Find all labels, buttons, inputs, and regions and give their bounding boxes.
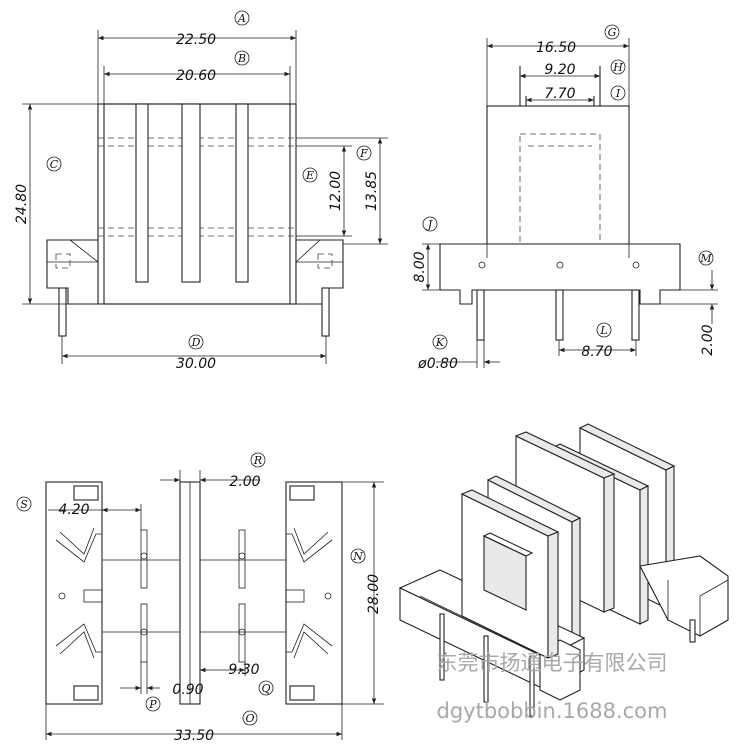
dim-q-tag: Q	[261, 682, 270, 695]
dim-r-tag-circle	[250, 452, 266, 468]
dim-f-value: 13.85	[364, 171, 380, 211]
dim-d-value: 30.00	[176, 356, 216, 372]
dim-j-value: 8.00	[412, 251, 428, 282]
dim-d-tag-circle	[188, 334, 204, 350]
dim-g-tag: G	[608, 26, 617, 39]
front-view-dimensions	[22, 30, 388, 364]
dim-b-tag-circle	[234, 50, 250, 66]
dim-c-tag: C	[50, 158, 59, 171]
dim-s-tag-circle	[16, 496, 32, 512]
dim-m-tag-circle	[698, 250, 714, 266]
dim-a-tag-circle	[234, 10, 250, 26]
watermark-company: 东莞市扬通电子有限公司	[437, 651, 668, 675]
dim-g-tag-circle	[604, 24, 620, 40]
side-view-outline	[439, 66, 681, 305]
dim-o-tag-circle	[242, 710, 258, 726]
dim-d-tag: D	[191, 336, 201, 349]
dim-b-value: 20.60	[176, 68, 216, 84]
dim-j-tag: J	[426, 218, 433, 231]
dim-n-value: 28.00	[366, 574, 382, 614]
dim-e-tag: E	[305, 169, 314, 182]
bottom-view: R 2.00 S 4.20 N 28.00 P 0.90 Q 9.30 O 33…	[16, 452, 384, 744]
dim-a-tag: A	[237, 12, 246, 25]
dim-i-tag: I	[615, 87, 621, 100]
dim-p-value: 0.90	[172, 682, 203, 698]
dim-h-tag: H	[612, 61, 623, 74]
side-view: 16.50 G 9.20 H 7.70 I J 8.00 K ø0.80 L 8…	[412, 24, 718, 372]
dim-q-value: 9.30	[228, 662, 259, 678]
watermark-url: dgytbobbin.1688.com	[437, 699, 668, 723]
dim-f-tag: F	[359, 147, 368, 160]
isometric-view	[398, 423, 729, 717]
dim-n-tag: N	[352, 550, 363, 563]
dim-m-value: 2.00	[700, 324, 716, 355]
side-view-pins	[476, 289, 640, 341]
bottom-view-dimensions	[45, 470, 384, 740]
dim-q-tag-circle	[258, 680, 274, 696]
dim-l-tag-circle	[596, 322, 612, 338]
front-view-plates	[135, 103, 249, 283]
isometric-front-plate	[460, 489, 560, 659]
dim-p-tag: P	[148, 698, 157, 711]
front-view: 22.50 A 20.60 B 24.80 C 12.00 E 13.85 F …	[14, 10, 388, 372]
dim-h-value: 9.20	[544, 62, 575, 78]
dim-g-value: 16.50	[536, 40, 576, 56]
dim-o-tag: O	[245, 712, 254, 725]
dim-k-tag: K	[435, 336, 445, 349]
front-view-hidden-lines	[55, 137, 333, 269]
dim-h-tag-circle	[610, 59, 626, 75]
dim-o-value: 33.50	[174, 728, 214, 744]
isometric-pins	[439, 613, 535, 717]
dim-p-tag-circle	[145, 696, 161, 712]
dim-f-tag-circle	[356, 145, 372, 161]
dim-c-value: 24.80	[14, 184, 30, 224]
dim-l-value: 8.70	[581, 344, 612, 360]
bottom-view-outline	[45, 481, 343, 705]
dim-r-tag: R	[253, 454, 262, 467]
dim-b-tag: B	[237, 52, 246, 65]
side-view-dimensions	[422, 38, 718, 368]
dim-c-tag-circle	[46, 156, 62, 172]
dim-l-tag: L	[599, 324, 607, 337]
dim-i-tag-circle	[610, 85, 626, 101]
dim-j-tag-circle	[422, 216, 438, 232]
dim-i-value: 7.70	[544, 86, 575, 102]
dim-n-tag-circle	[350, 548, 366, 564]
dim-s-tag: S	[20, 498, 28, 511]
dim-k-tag-circle	[432, 334, 448, 350]
dim-m-tag: M	[699, 252, 712, 265]
dim-e-value: 12.00	[328, 171, 344, 211]
dim-k-value: ø0.80	[417, 356, 458, 372]
dim-r-value: 2.00	[229, 474, 260, 490]
dim-a-value: 22.50	[176, 32, 216, 48]
dim-s-value: 4.20	[58, 502, 89, 518]
front-view-pins	[58, 287, 330, 337]
dim-e-tag-circle	[302, 167, 318, 183]
